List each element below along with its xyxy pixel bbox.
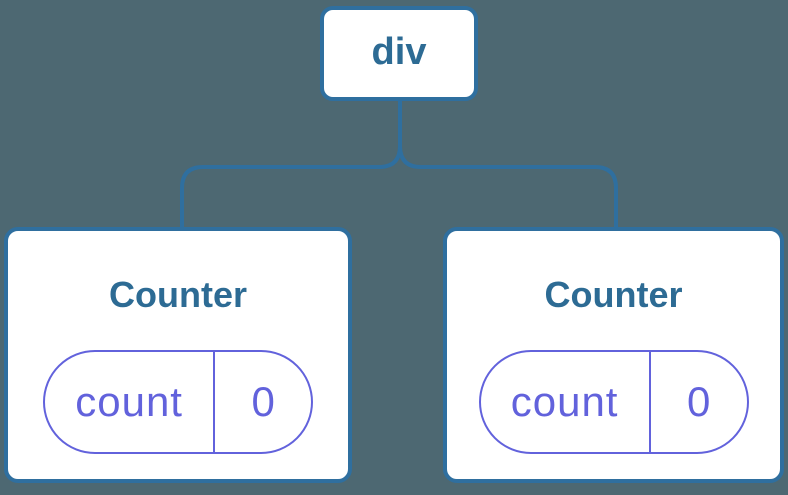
root-node: div [320,6,478,101]
root-node-label: div [371,30,427,73]
state-value: 0 [686,378,711,425]
connector-left-branch [180,101,402,227]
counter-card-left: Counter count 0 [4,227,352,483]
state-key: count [481,352,651,452]
state-pill: count 0 [478,350,749,454]
counter-card-right: Counter count 0 [443,227,784,483]
state-value: 0 [251,378,275,425]
state-key: count [45,352,216,452]
component-title: Counter [109,274,247,315]
state-pill: count 0 [43,350,313,454]
component-title: Counter [544,274,683,315]
connector-right-branch [398,145,618,227]
